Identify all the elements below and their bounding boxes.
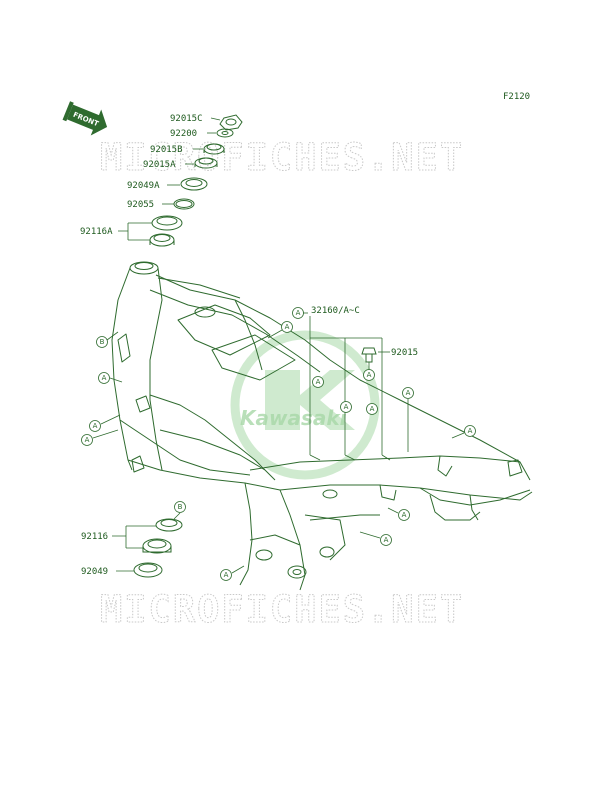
part-92015a-nut (194, 157, 218, 169)
part-92015c-nut (219, 114, 243, 131)
svg-text:A: A (285, 323, 290, 331)
label-92116a: 92116A (80, 227, 113, 237)
svg-text:A: A (370, 405, 375, 413)
svg-text:A: A (384, 536, 389, 544)
ref-mark-a-6: A (402, 387, 414, 399)
ref-mark-a-8: A (366, 403, 378, 415)
part-92049-seal (133, 562, 163, 578)
ref-mark-a-3: A (363, 369, 375, 381)
figure-code: F2120 (503, 92, 530, 102)
ref-mark-a-11: A (464, 425, 476, 437)
ref-mark-a-14: A (220, 569, 232, 581)
ref-mark-a-13: A (380, 534, 392, 546)
part-92049a-seal (180, 177, 208, 191)
ref-mark-a-9: A (89, 420, 101, 432)
watermark-bottom: MICROFICHES.NET (100, 588, 464, 631)
ref-mark-a-1: A (292, 307, 304, 319)
kawasaki-logo-text: Kawasaki (240, 406, 348, 430)
label-92015b: 92015B (150, 145, 183, 155)
part-92200-washer (216, 128, 234, 138)
ref-mark-b-lower: B (174, 501, 186, 513)
svg-text:A: A (406, 389, 411, 397)
svg-text:A: A (93, 422, 98, 430)
svg-text:B: B (100, 338, 105, 346)
ref-mark-a-5: A (312, 376, 324, 388)
label-92015a: 92015A (143, 160, 176, 170)
ref-mark-a-4: A (98, 372, 110, 384)
svg-text:A: A (402, 511, 407, 519)
label-92049: 92049 (81, 567, 108, 577)
front-arrow-icon: FRONT (62, 101, 108, 136)
svg-text:A: A (316, 378, 321, 386)
label-92015: 92015 (391, 348, 418, 358)
ref-mark-a-10: A (81, 434, 93, 446)
svg-text:A: A (344, 403, 349, 411)
ref-mark-b-upper: B (96, 336, 108, 348)
part-92116a-bearing (149, 215, 183, 247)
svg-text:A: A (296, 309, 301, 317)
label-32160: 32160/A~C (311, 306, 360, 316)
label-92055: 92055 (127, 200, 154, 210)
part-92015b-nut (203, 143, 225, 155)
svg-text:A: A (224, 571, 229, 579)
ref-mark-a-7: A (340, 401, 352, 413)
svg-text:B: B (178, 503, 183, 511)
svg-text:A: A (85, 436, 90, 444)
label-92049a: 92049A (127, 181, 160, 191)
ref-mark-a-2: A (281, 321, 293, 333)
label-92200: 92200 (170, 129, 197, 139)
part-92055-oring (173, 198, 195, 210)
ref-mark-a-12: A (398, 509, 410, 521)
label-92015c: 92015C (170, 114, 203, 124)
svg-text:A: A (468, 427, 473, 435)
part-92116-bearing (142, 518, 183, 554)
label-92116: 92116 (81, 532, 108, 542)
watermark-top: MICROFICHES.NET (100, 136, 464, 179)
kawasaki-logo: Kawasaki (230, 330, 380, 480)
svg-text:A: A (367, 371, 372, 379)
svg-text:A: A (102, 374, 107, 382)
